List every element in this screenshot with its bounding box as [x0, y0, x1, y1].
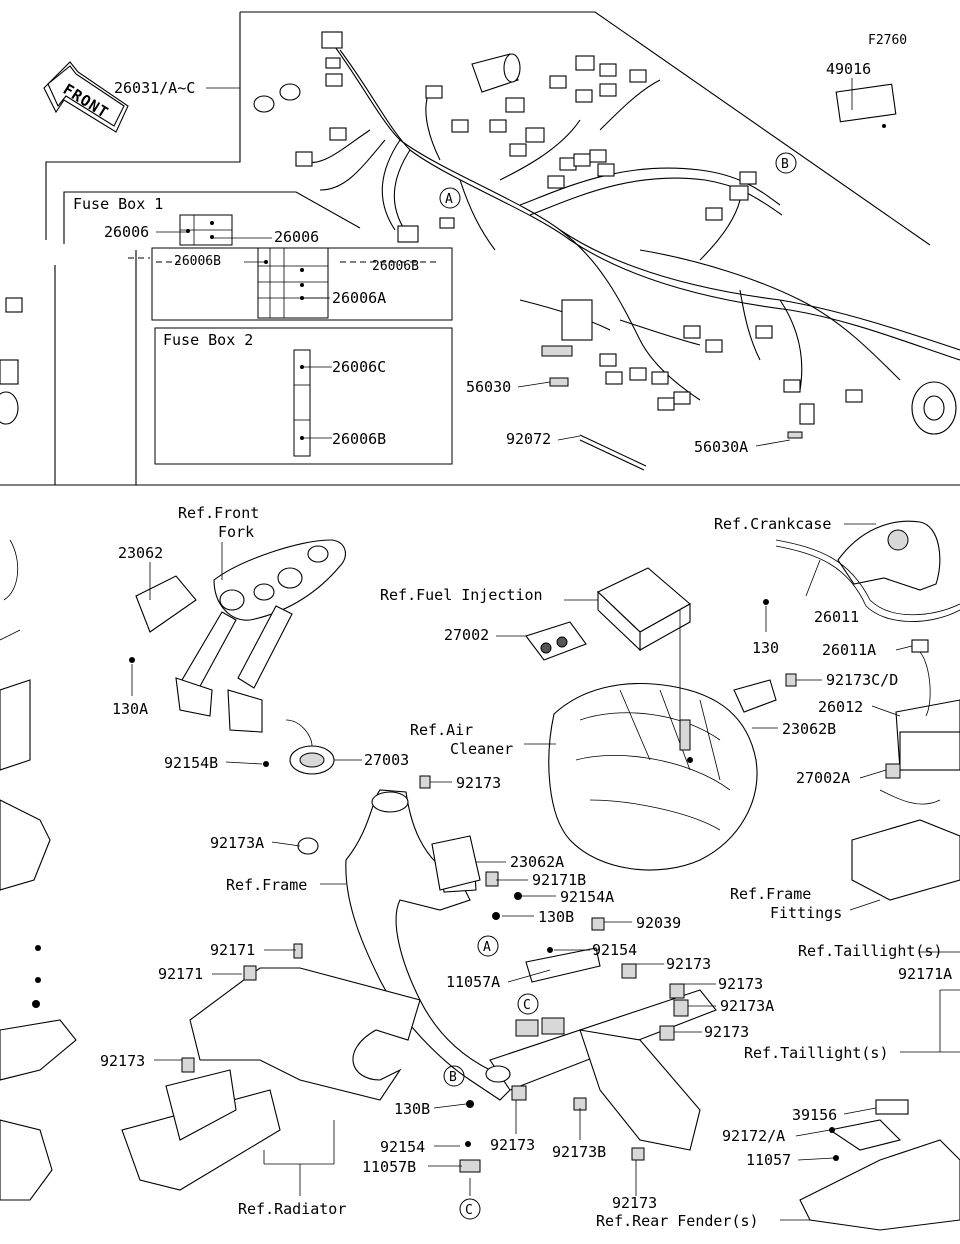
- radiator: [121, 943, 421, 1191]
- label-92173-top: 92173: [456, 774, 501, 792]
- label-92154-mid: 92154: [592, 941, 637, 959]
- label-92173-bottom: 92173: [490, 1136, 535, 1154]
- label-ref-air-cleaner-line2: Cleaner: [450, 740, 513, 758]
- label-ref-frame-fittings-line1: Ref.Frame: [730, 885, 811, 903]
- wiring-harness: [299, 39, 960, 401]
- callout-a-top: A: [445, 192, 453, 207]
- label-92154b: 92154B: [164, 754, 218, 772]
- label-92173b: 92173B: [552, 1143, 606, 1161]
- label-ref-frame: Ref.Frame: [226, 876, 307, 894]
- label-27002: 27002: [444, 626, 489, 644]
- label-26006c: 26006C: [332, 358, 386, 376]
- callout-b-bottom: B: [449, 1070, 457, 1085]
- harness-connectors: [0, 31, 957, 471]
- label-92173-r1: 92173: [666, 955, 711, 973]
- fuse-box-2-title: Fuse Box 2: [163, 331, 253, 349]
- label-26006b-right: 26006B: [372, 259, 419, 274]
- label-92173a-left: 92173A: [210, 834, 264, 852]
- label-ref-air-cleaner-line1: Ref.Air: [410, 721, 473, 739]
- label-92173-r3: 92173: [704, 1023, 749, 1041]
- label-26011: 26011: [814, 608, 859, 626]
- label-27002a: 27002A: [796, 769, 850, 787]
- crankcase: [763, 520, 960, 622]
- label-27003: 27003: [364, 751, 409, 769]
- fuse-box-2: Fuse Box 2: [154, 327, 453, 465]
- label-130: 130: [752, 639, 779, 657]
- label-ref-radiator: Ref.Radiator: [238, 1200, 346, 1218]
- label-130b-top: 130B: [538, 908, 574, 926]
- figure-code: F2760: [868, 33, 907, 48]
- label-92172a: 92172/A: [722, 1127, 785, 1145]
- battery: [851, 639, 960, 901]
- label-26031: 26031/A~C: [114, 79, 195, 97]
- label-92039: 92039: [636, 914, 681, 932]
- label-92173-r2: 92173: [718, 975, 763, 993]
- label-130a: 130A: [112, 700, 148, 718]
- label-11057: 11057: [746, 1151, 791, 1169]
- label-92072: 92072: [506, 430, 551, 448]
- front-fork: [129, 539, 346, 733]
- fuse-box-1: Fuse Box 1: [63, 191, 453, 321]
- callout-c-mid: C: [523, 998, 531, 1013]
- label-39156: 39156: [792, 1106, 837, 1124]
- left-battery: [0, 539, 77, 1201]
- label-92173-rear: 92173: [612, 1194, 657, 1212]
- label-92154a: 92154A: [560, 888, 614, 906]
- label-ref-front-fork-line1: Ref.Front: [178, 504, 259, 522]
- label-56030: 56030: [466, 378, 511, 396]
- label-92171-b: 92171: [158, 965, 203, 983]
- label-92173-left: 92173: [100, 1052, 145, 1070]
- label-92173cd: 92173C/D: [826, 671, 898, 689]
- label-ref-rear-fender: Ref.Rear Fender(s): [596, 1212, 759, 1230]
- label-92173a-right: 92173A: [720, 997, 774, 1015]
- fuse-box-1-title: Fuse Box 1: [73, 195, 163, 213]
- label-26006b-box2: 26006B: [332, 430, 386, 448]
- label-ref-front-fork-line2: Fork: [218, 523, 254, 541]
- label-26006-left: 26006: [104, 223, 149, 241]
- label-49016: 49016: [826, 60, 871, 78]
- label-56030a: 56030A: [694, 438, 748, 456]
- label-ref-frame-fittings-line2: Fittings: [770, 904, 842, 922]
- label-92171b: 92171B: [532, 871, 586, 889]
- label-11057a: 11057A: [446, 973, 500, 991]
- label-26006b-left: 26006B: [174, 254, 221, 269]
- part-labels: F2760 26031/A~C 49016 26006 26006 26006B…: [100, 33, 952, 1230]
- ecu-unit: [525, 567, 691, 661]
- label-26012: 26012: [818, 698, 863, 716]
- rear-fender: [799, 1099, 960, 1231]
- label-ref-taillight-1: Ref.Taillight(s): [798, 942, 943, 960]
- callout-c-bottom: C: [465, 1203, 473, 1218]
- leader-lines: [131, 78, 960, 1221]
- callout-a-bottom: A: [483, 940, 491, 955]
- label-130b-bottom: 130B: [394, 1100, 430, 1118]
- label-ref-taillight-2: Ref.Taillight(s): [744, 1044, 889, 1062]
- label-23062b: 23062B: [782, 720, 836, 738]
- label-26011a: 26011A: [822, 641, 876, 659]
- fasteners: [297, 673, 797, 1173]
- harness-panel-frame: [0, 11, 960, 486]
- label-92171-a: 92171: [210, 941, 255, 959]
- front-arrow-icon: FRONT: [43, 61, 129, 133]
- label-26006-right: 26006: [274, 228, 319, 246]
- label-11057b: 11057B: [362, 1158, 416, 1176]
- label-ref-fuel-injection: Ref.Fuel Injection: [380, 586, 543, 604]
- label-92171a: 92171A: [898, 965, 952, 983]
- label-92154-bottom: 92154: [380, 1138, 425, 1156]
- label-ref-crankcase: Ref.Crankcase: [714, 515, 831, 533]
- horn: [263, 719, 335, 775]
- label-23062a: 23062A: [510, 853, 564, 871]
- label-23062: 23062: [118, 544, 163, 562]
- label-26006a: 26006A: [332, 289, 386, 307]
- air-cleaner: [548, 683, 758, 871]
- callout-b-top: B: [781, 157, 789, 172]
- callout-circles: A B A C B C: [439, 152, 797, 1220]
